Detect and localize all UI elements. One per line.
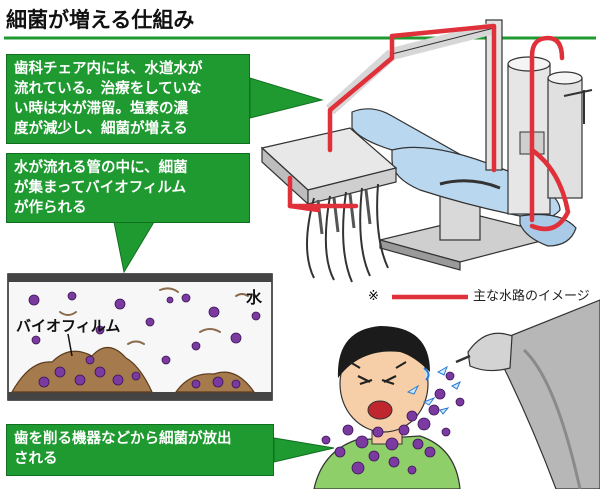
callout-2-line-1: 水が流れる管の中に、細菌 [14, 160, 188, 176]
callout-1-line-1: 歯科チェア内には、水道水が [14, 61, 203, 77]
biofilm-label: バイオフィルム [16, 317, 121, 335]
callout-3-line-1: 歯を削る機器などから細菌が放出 [14, 431, 232, 447]
dental-drill-handpiece [455, 299, 600, 489]
callout-1-pointer [249, 77, 324, 119]
callout-2-line-2: が集まってバイオフィルム [14, 180, 187, 196]
callout-1-line-4: 度が減少し、細菌が増える [14, 121, 188, 137]
patient-illustration [313, 326, 461, 489]
callout-1-line-2: 流れている。治療をしていな [14, 81, 202, 97]
callout-bacteria-release: 歯を削る機器などから細菌が放出 される [6, 424, 274, 476]
water-label: 水 [246, 288, 263, 307]
callout-1-line-3: い時は水が滞留。塩素の濃 [14, 101, 188, 117]
dental-chair-illustration [260, 19, 593, 283]
callout-3-pointer [273, 437, 335, 463]
callout-biofilm-formation: 水が流れる管の中に、細菌 が集まってバイオフィルム が作られる [6, 153, 250, 223]
bacteria-spray [321, 365, 465, 475]
biofilm-pipe-cross-section [7, 273, 273, 401]
legend-label: 主な水路のイメージ [473, 289, 590, 304]
callout-2-pointer [113, 221, 155, 274]
callout-3-line-2: される [14, 451, 58, 467]
page-title: 細菌が増える仕組み [6, 8, 195, 32]
callout-2-line-3: が作られる [14, 200, 87, 216]
legend-note-mark: ※ [368, 289, 379, 304]
water-route-red [287, 23, 571, 232]
callout-water-stagnation: 歯科チェア内には、水道水が 流れている。治療をしていな い時は水が滞留。塩素の濃… [6, 54, 250, 144]
